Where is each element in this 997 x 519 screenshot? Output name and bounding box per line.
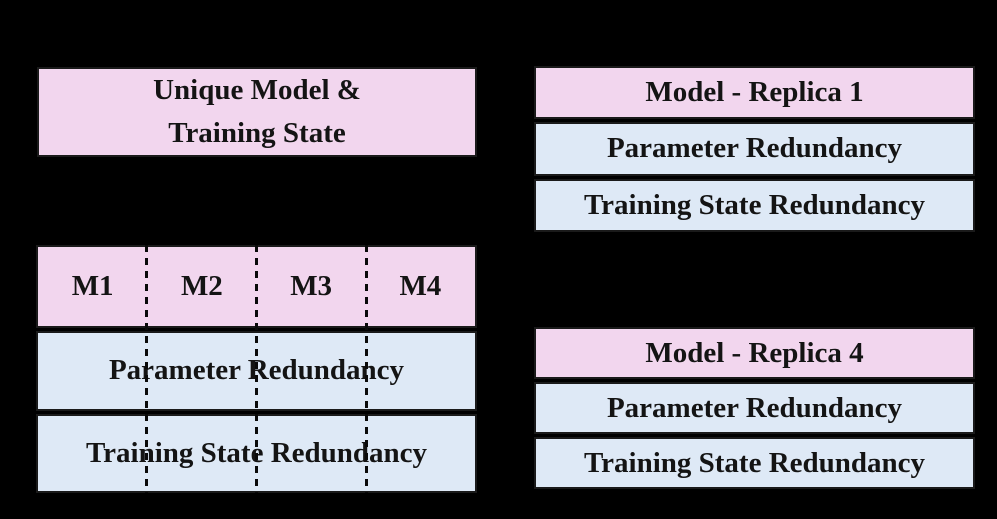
shard-divider-dashed-line-3 [365,245,368,493]
replica-4-training-state-redundancy-row: Training State Redundancy [534,437,975,489]
model-replica-1-card: Model - Replica 1 Parameter Redundancy T… [534,66,975,232]
shard-divider-dashed-line-2 [255,245,258,493]
shard-cell-m1: M1 [71,270,114,302]
shard-cell-m2: M2 [180,270,223,302]
shard-cell-m4: M4 [399,270,442,302]
replica-1-parameter-redundancy-row: Parameter Redundancy [534,122,975,176]
replica-4-parameter-redundancy-row: Parameter Redundancy [534,382,975,434]
shard-cell-m3: M3 [290,270,333,302]
shard-divider-dashed-line-1 [145,245,148,493]
unique-model-line1: Unique Model & [153,74,361,107]
model-replica-4-title: Model - Replica 4 [534,327,975,379]
model-replica-4-card: Model - Replica 4 Parameter Redundancy T… [534,327,975,489]
model-replica-1-title: Model - Replica 1 [534,66,975,120]
unique-model-line2: Training State [168,117,346,149]
sharded-model-table: M1 M2 M3 M4 Parameter Redundancy Trainin… [36,245,477,493]
replica-1-training-state-redundancy-row: Training State Redundancy [534,178,975,232]
unique-model-box: Unique Model & Training State [37,67,477,157]
